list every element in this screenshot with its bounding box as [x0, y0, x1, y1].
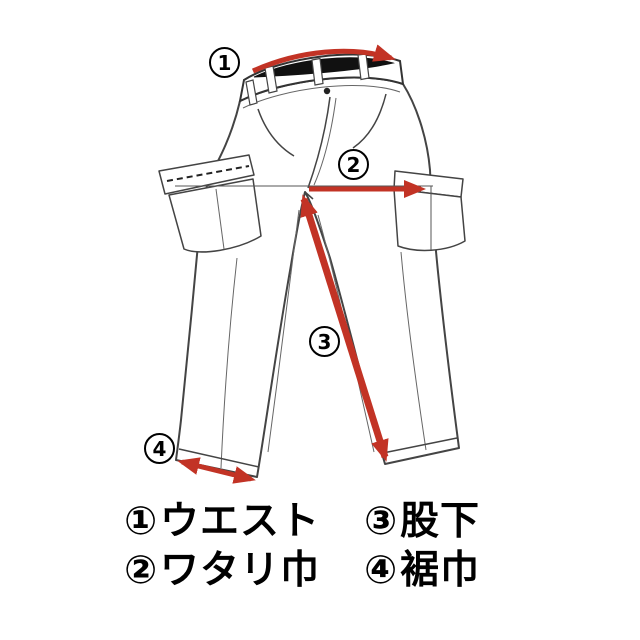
waist-arrow — [251, 44, 396, 74]
marker-hem: 4 — [144, 433, 175, 464]
legend-item-hem: ④裾巾 — [364, 547, 481, 594]
legend-item-watari: ②ワタリ巾 — [124, 547, 364, 594]
pants-body — [175, 76, 460, 478]
marker-hem-num: 4 — [152, 436, 167, 461]
cargo-pocket-right — [393, 170, 466, 252]
marker-watari-num: 2 — [346, 152, 361, 177]
legend-num-inseam: ③ — [364, 499, 399, 544]
marker-inseam-num: 3 — [317, 329, 332, 354]
belt-loops — [245, 53, 370, 106]
legend-num-watari: ② — [124, 547, 159, 593]
legend-label-hem: 裾巾 — [400, 547, 481, 593]
legend-num-hem: ④ — [364, 547, 399, 593]
legend-item-inseam: ③股下 — [364, 499, 481, 545]
marker-inseam: 3 — [309, 326, 340, 357]
legend-label-waist: ウエスト — [160, 499, 321, 544]
legend-num-waist: ① — [124, 499, 159, 544]
marker-waist: 1 — [209, 47, 240, 78]
legend: ①ウエスト ③股下 ②ワタリ巾 ④裾巾 — [124, 499, 481, 594]
marker-watari: 2 — [338, 149, 369, 180]
cargo-pocket-left — [158, 154, 262, 253]
marker-waist-num: 1 — [217, 50, 232, 75]
waistband — [238, 53, 405, 106]
hem-arrow — [177, 457, 256, 484]
legend-item-waist: ①ウエスト — [124, 499, 364, 545]
legend-label-watari: ワタリ巾 — [160, 547, 321, 593]
measurement-arrows — [177, 44, 426, 484]
measurement-guide-lines — [175, 185, 433, 250]
fly-button — [323, 87, 331, 95]
legend-label-inseam: 股下 — [400, 499, 481, 544]
inseam-arrow — [300, 194, 389, 462]
